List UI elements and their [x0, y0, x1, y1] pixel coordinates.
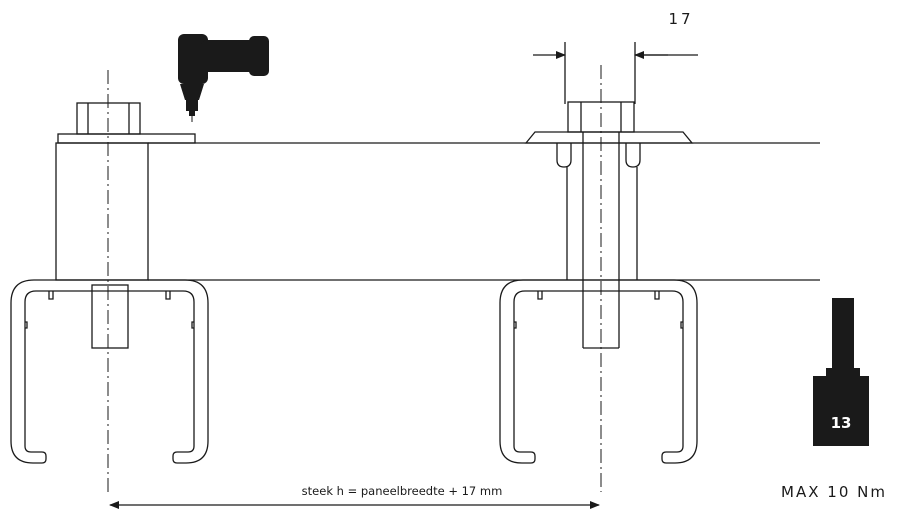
- left-rail-profile: [10, 279, 209, 464]
- socket-body: [813, 376, 869, 446]
- dimension-17: [533, 42, 698, 104]
- socket-wrench-icon: [813, 298, 869, 446]
- cordless-drill-icon: [178, 34, 269, 122]
- torque-label: MAX 10 Nm: [781, 483, 887, 501]
- left-bolt-shank: [91, 284, 129, 349]
- left-bolt-head: [76, 102, 141, 135]
- socket-size-label: 13: [831, 414, 852, 432]
- right-washer: [524, 131, 694, 168]
- panel: [148, 142, 820, 281]
- dimension-label: 17: [668, 10, 693, 28]
- left-spacer-block: [55, 133, 196, 281]
- pitch-label: steek h = paneelbreedte + 17 mm: [302, 484, 503, 498]
- right-rail-profile: [499, 279, 698, 464]
